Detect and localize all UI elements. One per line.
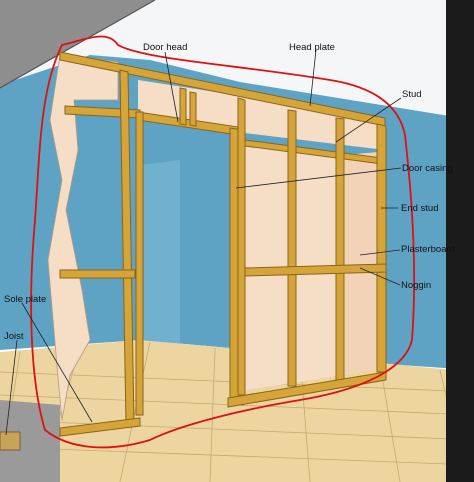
label-plasterboard: Plasterboard <box>401 244 455 255</box>
noggin-left <box>59 269 136 279</box>
plasterboard-top <box>138 80 385 150</box>
plasterboard-end <box>345 152 378 375</box>
screen-bezel-right <box>446 0 474 482</box>
ceiling <box>0 0 474 120</box>
sole-plate-right <box>227 371 387 408</box>
plasterboard-left <box>47 54 119 421</box>
label-joist: Joist <box>4 331 24 342</box>
leader-lines <box>5 49 402 436</box>
stud-middle <box>287 109 297 387</box>
sole-plate-timber <box>59 417 141 437</box>
end-stud-timber <box>376 123 387 373</box>
stud-right <box>335 117 345 381</box>
joist-timber <box>0 431 21 451</box>
stud-door-right <box>237 97 246 396</box>
cripple-stud-2 <box>189 91 197 127</box>
joist-cutaway <box>0 400 60 482</box>
label-stud: Stud <box>402 89 422 100</box>
side-wall <box>140 160 180 355</box>
label-door-head: Door head <box>143 42 187 53</box>
cripple-stud-1 <box>179 87 187 126</box>
beam-edge <box>0 0 156 89</box>
label-head-plate: Head plate <box>289 42 335 53</box>
door-stud-left <box>135 111 144 416</box>
highlight-outline <box>30 35 416 449</box>
noggin-timber <box>244 263 387 277</box>
label-door-casing: Door casing <box>402 163 453 174</box>
label-end-stud: End stud <box>401 203 439 214</box>
label-sole-plate: Sole plate <box>4 294 46 305</box>
timber-frame <box>59 51 387 437</box>
label-noggin: Noggin <box>401 280 431 291</box>
